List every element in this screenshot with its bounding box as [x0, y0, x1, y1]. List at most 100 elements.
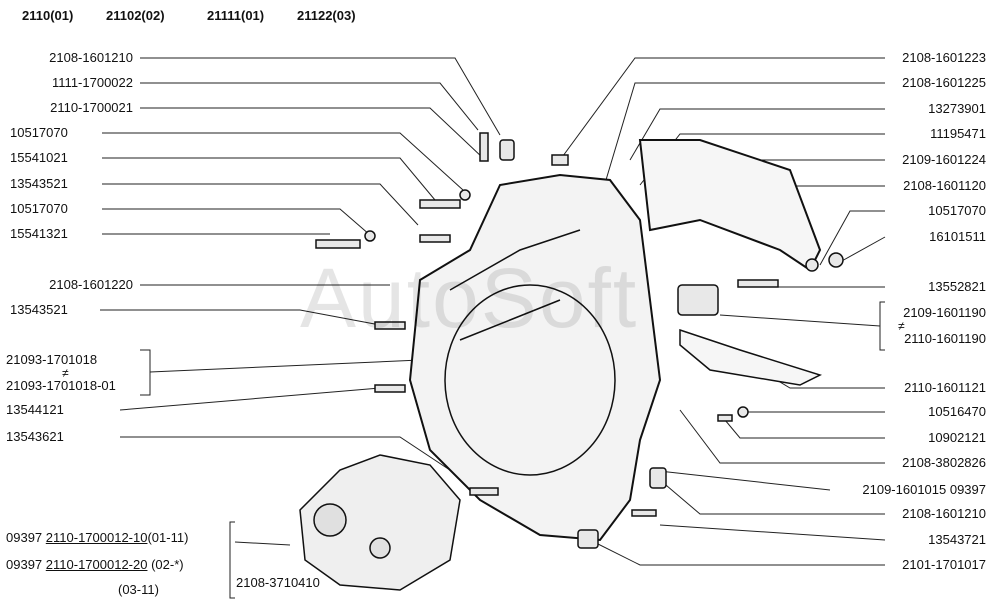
- leader-line: [140, 107, 484, 159]
- leader-line: [589, 539, 885, 566]
- right-label-5: 2109-1601224: [902, 152, 986, 167]
- bolt-part: [419, 199, 461, 209]
- right-label-11: 2110-1601190: [904, 331, 986, 346]
- model-code-2: 21102(02): [106, 8, 165, 23]
- leader-line: [659, 524, 886, 541]
- bottom-row-2-code: 2110-1700012-20: [45, 557, 148, 572]
- leader-line: [719, 314, 881, 327]
- left-label-9: 2108-1601220: [49, 277, 133, 292]
- leader-line: [140, 82, 479, 131]
- not-equal-symbol-right: ≠: [898, 319, 905, 333]
- left-label-5: 15541021: [10, 150, 68, 165]
- leader-line: [559, 57, 885, 161]
- right-label-16: 2109-1601015 09397: [862, 482, 986, 497]
- nut-part: [364, 230, 376, 242]
- leader-line: [599, 82, 885, 201]
- leader-line: [234, 541, 291, 546]
- left-label-2: 1111-1700022: [52, 75, 133, 90]
- model-code-1: 2110(01): [22, 8, 74, 23]
- right-label-3: 13273901: [928, 101, 986, 116]
- bolt-part: [479, 132, 489, 162]
- left-label-3: 2110-1700021: [50, 100, 133, 115]
- left-label-11: 21093-1701018: [6, 352, 98, 367]
- gearbox-assembly: [299, 454, 461, 591]
- bushing-part: [499, 139, 515, 161]
- right-label-15: 2108-3802826: [902, 455, 986, 470]
- leader-line: [100, 309, 381, 326]
- leader-line: [659, 479, 885, 515]
- right-label-7: 10517070: [928, 203, 986, 218]
- right-label-10: 2109-1601190: [903, 305, 986, 320]
- bottom-row-2-suffix: (02-*): [151, 557, 184, 572]
- left-label-4: 10517070: [10, 125, 68, 140]
- model-code-3: 21111(01): [207, 8, 265, 23]
- plug-part: [577, 529, 599, 549]
- leader-line: [140, 57, 501, 136]
- clip-part: [551, 154, 569, 166]
- lower-shield: [679, 328, 822, 386]
- bottom-row-2-prefix: 09397: [6, 557, 43, 572]
- leader-line: [119, 387, 381, 411]
- leader-line: [724, 419, 885, 439]
- not-equal-symbol-left: ≠: [62, 366, 69, 380]
- bolt-part: [717, 414, 733, 422]
- bolt-part: [419, 234, 451, 243]
- right-label-13: 10516470: [928, 404, 986, 419]
- nut-part: [459, 189, 471, 201]
- leader-line: [149, 359, 421, 373]
- leader-line: [649, 469, 831, 491]
- leader-line: [102, 157, 436, 201]
- right-label-18: 13543721: [928, 532, 986, 547]
- bolt-part: [374, 384, 406, 393]
- bottom-row-2: 09397 2110-1700012-20 (02-*): [6, 557, 184, 573]
- right-label-17: 2108-1601210: [902, 506, 986, 521]
- left-label-10: 13543521: [10, 302, 68, 317]
- housing-bore: [444, 284, 616, 476]
- bottom-center-label: 2108-3710410: [236, 575, 320, 590]
- dowel-part: [469, 487, 499, 496]
- boot-part: [677, 284, 719, 316]
- left-label-14: 13543621: [6, 429, 64, 444]
- left-label-13: 13544121: [6, 402, 64, 417]
- bracket-left: [140, 349, 151, 396]
- bolt-part: [374, 321, 406, 330]
- left-label-6: 13543521: [10, 176, 68, 191]
- nut-part: [828, 252, 844, 268]
- nut-part: [805, 258, 819, 272]
- right-label-12: 2110-1601121: [904, 380, 986, 395]
- model-code-4: 21122(03): [297, 8, 356, 23]
- left-label-7: 10517070: [10, 201, 68, 216]
- bushing-part: [649, 467, 667, 489]
- bottom-row-1-code: 2110-1700012-10: [45, 530, 148, 545]
- bottom-row-1: 09397 2110-1700012-10(01-11): [6, 530, 188, 546]
- bolt-part: [315, 239, 361, 249]
- dowel-part: [631, 509, 657, 517]
- clutch-housing: [408, 173, 662, 542]
- right-label-9: 13552821: [928, 279, 986, 294]
- right-label-14: 10902121: [928, 430, 986, 445]
- right-label-4: 11195471: [930, 126, 986, 141]
- bolt-part: [737, 279, 779, 288]
- watermark: AutoSoft: [300, 251, 639, 345]
- leader-line: [679, 409, 885, 464]
- housing-rib: [459, 299, 561, 341]
- right-label-19: 2101-1701017: [902, 557, 986, 572]
- bottom-row-1-prefix: 09397: [6, 530, 43, 545]
- bottom-row-3: (03-11): [118, 582, 159, 597]
- leader-line: [839, 236, 886, 263]
- right-label-8: 16101511: [929, 229, 986, 244]
- left-label-12: 21093-1701018-01: [6, 378, 116, 393]
- bracket-bottom: [229, 521, 235, 599]
- housing-rib: [449, 229, 581, 291]
- leader-line: [102, 208, 371, 236]
- leader-line: [102, 132, 464, 191]
- right-label-6: 2108-1601120: [903, 178, 986, 193]
- bottom-row-1-suffix: (01-11): [147, 530, 189, 545]
- nut-part: [737, 406, 749, 418]
- left-label-8: 15541321: [10, 226, 68, 241]
- right-label-2: 2108-1601225: [902, 75, 986, 90]
- right-label-1: 2108-1601223: [902, 50, 986, 65]
- leader-line: [102, 183, 419, 226]
- leader-line: [819, 210, 885, 266]
